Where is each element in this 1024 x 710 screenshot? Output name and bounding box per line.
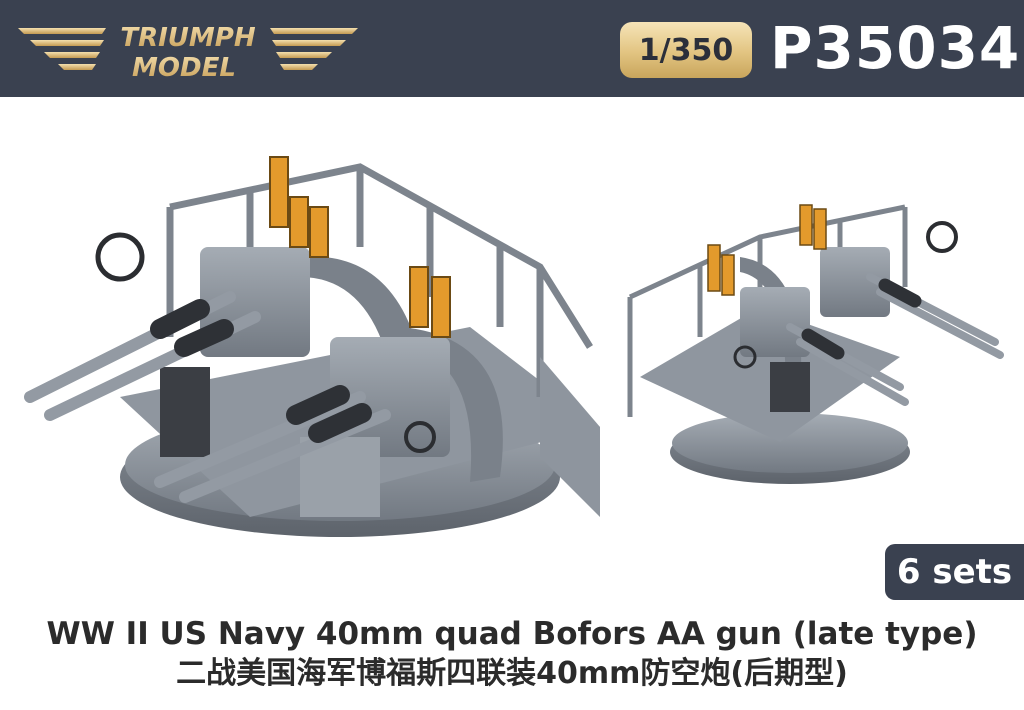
wing-icon	[18, 28, 358, 70]
handwheel-icon	[95, 232, 145, 282]
product-title-english: WW II US Navy 40mm quad Bofors AA gun (l…	[46, 616, 978, 652]
recoil-spring	[150, 299, 372, 443]
product-title-chinese: 二战美国海军博福斯四联装40mm防空炮(后期型)	[176, 656, 848, 691]
brand-line2: MODEL	[132, 53, 236, 83]
ammo-clips	[269, 156, 451, 338]
small-gun-mount	[627, 204, 1004, 484]
ammo-box	[160, 367, 210, 457]
sets-badge: 6 sets	[885, 544, 1024, 600]
product-code: P35034	[770, 14, 1021, 82]
brand-logo: TRIUMPH MODEL	[18, 23, 358, 83]
brand-line1: TRIUMPH	[120, 23, 255, 53]
header-bar: TRIUMPH MODEL 1/350 P35034	[0, 0, 1024, 97]
product-illustration	[24, 156, 1004, 537]
scale-badge: 1/350	[620, 22, 752, 78]
large-gun-mount	[24, 156, 600, 537]
side-wall	[540, 357, 600, 517]
